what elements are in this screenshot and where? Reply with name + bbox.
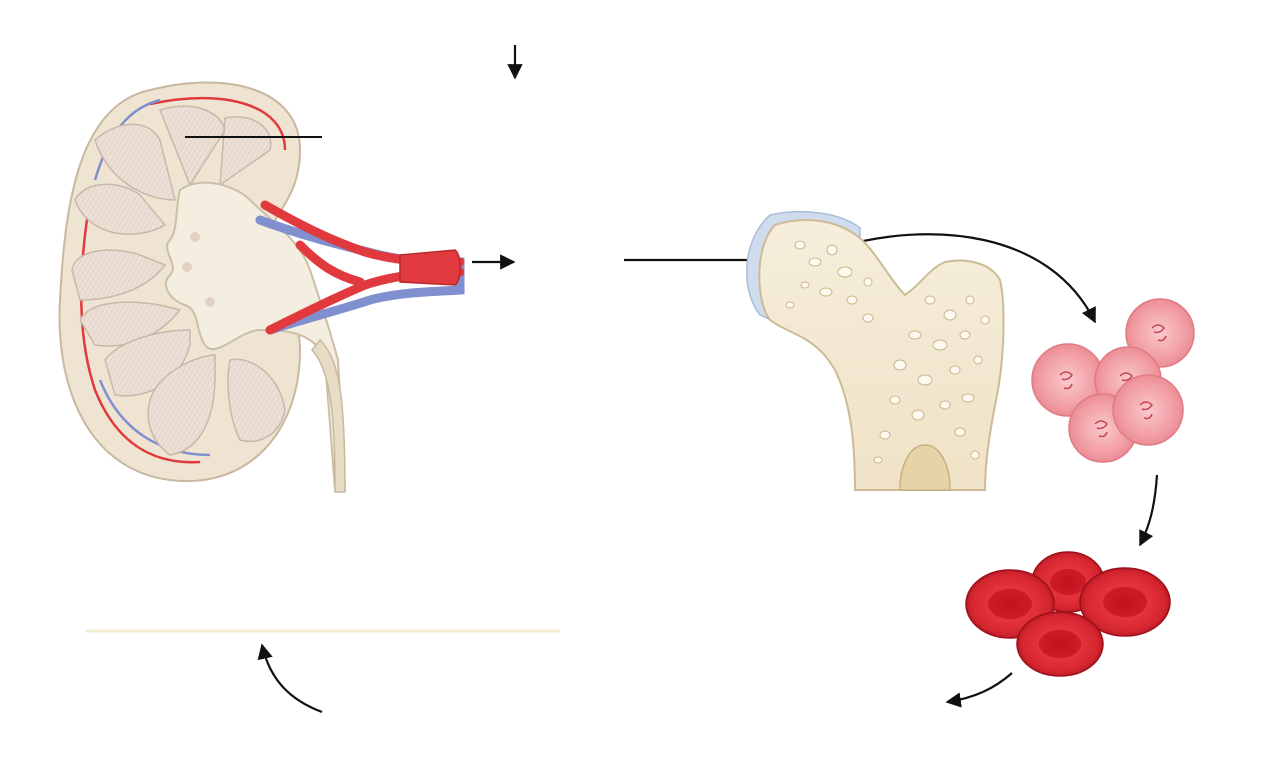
pore bbox=[826, 244, 838, 256]
calyx-dot bbox=[182, 262, 192, 272]
pyramid bbox=[74, 183, 167, 235]
pyramid bbox=[219, 116, 272, 187]
calyx-dot bbox=[190, 232, 200, 242]
renal-pyramids bbox=[71, 105, 286, 456]
kidney-cross-section bbox=[58, 81, 465, 493]
rbc-outgoing-arrow bbox=[945, 672, 1013, 708]
pore bbox=[873, 456, 883, 464]
pore bbox=[970, 450, 980, 460]
mature-red-blood-cells bbox=[965, 551, 1171, 677]
pore bbox=[846, 295, 858, 305]
femur-bone-marrow bbox=[745, 210, 1005, 491]
ureter bbox=[311, 338, 346, 493]
pyramid bbox=[94, 123, 176, 201]
pore bbox=[889, 395, 901, 405]
pore bbox=[965, 295, 975, 305]
immature-red-cells bbox=[1031, 298, 1195, 463]
red-blood-cell bbox=[1016, 611, 1104, 677]
pyramid bbox=[71, 249, 167, 301]
immature-cell bbox=[1112, 374, 1184, 446]
pore bbox=[837, 266, 853, 278]
pore bbox=[924, 295, 936, 305]
pore bbox=[973, 355, 983, 365]
femur-head-neck bbox=[758, 219, 1005, 491]
pore bbox=[785, 301, 795, 309]
calyx-dot bbox=[205, 297, 215, 307]
pore bbox=[980, 315, 990, 325]
pore bbox=[794, 240, 806, 250]
pore bbox=[954, 427, 966, 437]
return-curved-arrow bbox=[257, 643, 323, 714]
pore bbox=[939, 400, 951, 410]
pore bbox=[949, 365, 961, 375]
pore bbox=[808, 257, 822, 267]
pore bbox=[908, 330, 922, 340]
pore bbox=[943, 309, 957, 321]
pore bbox=[800, 281, 810, 289]
red-blood-cell bbox=[1079, 567, 1171, 637]
pore bbox=[893, 359, 907, 371]
renal-artery-trunk bbox=[399, 249, 461, 286]
marrow-to-cells-curved-arrow bbox=[834, 233, 1096, 324]
pore bbox=[879, 430, 891, 440]
spongy-bone bbox=[785, 240, 990, 464]
pore bbox=[917, 374, 933, 386]
pore bbox=[959, 330, 971, 340]
pyramid bbox=[79, 301, 182, 347]
pore bbox=[932, 339, 948, 351]
pyramid bbox=[147, 354, 216, 456]
pyramid bbox=[227, 358, 286, 442]
pore bbox=[819, 287, 833, 297]
pore bbox=[911, 409, 925, 421]
pore bbox=[961, 393, 975, 403]
marrow-cavity bbox=[899, 444, 951, 491]
pore bbox=[863, 277, 873, 287]
cortex-vein-ring bbox=[93, 98, 211, 457]
cells-to-rbc-curved-arrow bbox=[1139, 474, 1159, 547]
pore bbox=[862, 313, 874, 323]
